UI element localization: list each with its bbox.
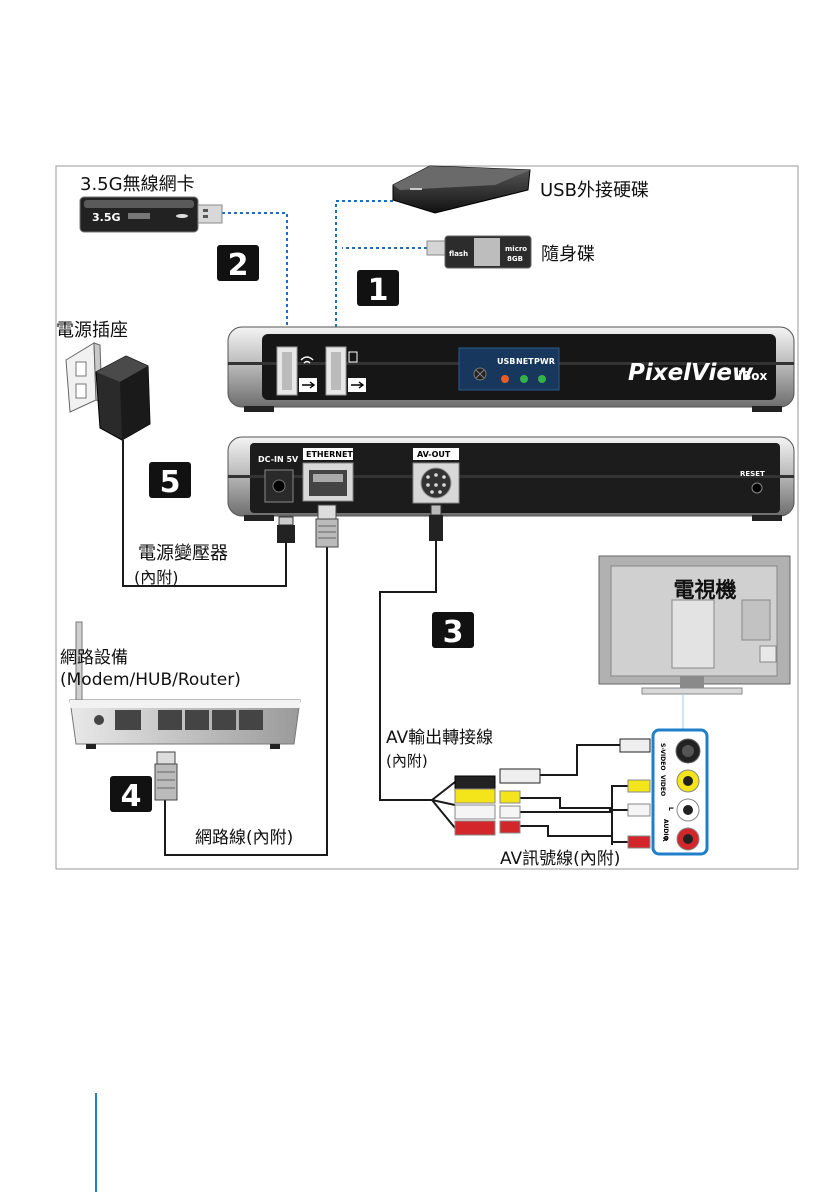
led-label-pwr: PWR: [534, 357, 555, 366]
tv-port-audio-l-label: L: [667, 807, 674, 811]
tv-port-svideo-label: S-VIDEO: [659, 743, 666, 770]
flash-drive-label: 隨身碟: [541, 244, 595, 265]
tv-label: 電視機: [674, 578, 737, 602]
port-dc-label: DC-IN 5V: [258, 455, 299, 464]
lan-cable-label: 網路線(內附): [195, 828, 293, 848]
led-pwr-icon: [538, 375, 546, 383]
av-signal-cable-label: AV訊號線(內附): [500, 849, 620, 869]
svg-text:4: 4: [121, 779, 142, 814]
flash-drive-size: 8GB: [507, 255, 523, 263]
port-reset-label: RESET: [740, 470, 765, 478]
av-cable-label: AV輸出轉接線: [386, 728, 493, 748]
svg-text:2: 2: [228, 248, 249, 283]
ibox-rear: DC-IN 5V ETHERNET AV-OUT RESET: [228, 437, 794, 521]
adapter-note: (內附): [134, 568, 179, 587]
modem-card-text: 3.5G: [92, 211, 121, 224]
led-label-net: NET: [516, 357, 534, 366]
av-cable-note: (內附): [386, 752, 428, 770]
flash-drive-micro: micro: [505, 245, 527, 253]
av-plug: [429, 505, 443, 541]
step-badge-5: 5: [149, 462, 191, 500]
step-badge-3: 3: [432, 612, 474, 650]
power-outlet-label: 電源插座: [56, 320, 128, 341]
led-label-usb: USB: [497, 357, 515, 366]
led-usb-icon: [501, 375, 509, 383]
svg-text:3: 3: [443, 615, 464, 650]
led-net-icon: [520, 375, 528, 383]
tv-port-video-label: VIDEO: [659, 775, 666, 796]
port-av-label: AV-OUT: [417, 450, 451, 459]
step-badge-2: 2: [217, 245, 259, 283]
tv-port-audio-r-label: R: [661, 837, 668, 842]
step-badge-4: 4: [110, 776, 152, 814]
svg-text:1: 1: [368, 273, 389, 308]
step-badge-1: 1: [357, 270, 399, 308]
power-plug: [277, 517, 295, 543]
ethernet-plug: [316, 505, 338, 547]
usb-hdd-label: USB外接硬碟: [540, 180, 649, 201]
network-device-label: 網路設備: [60, 648, 128, 668]
ibox-front: USB NET PWR PixelView iBox: [228, 327, 794, 412]
power-adapter: [96, 356, 150, 440]
television: [599, 556, 790, 694]
model-logo: iBox: [738, 369, 768, 383]
router-ethernet-plug: [155, 752, 177, 800]
port-ethernet-label: ETHERNET: [306, 450, 353, 459]
svg-text:5: 5: [160, 465, 181, 500]
brand-logo: PixelView: [628, 360, 754, 386]
tv-input-panel: S-VIDEO VIDEO L AUDIO R: [653, 730, 707, 854]
flash-drive-brand: flash: [449, 250, 468, 258]
adapter-label: 電源變壓器: [138, 543, 228, 564]
network-device-sub: (Modem/HUB/Router): [60, 670, 241, 690]
modem-card-label: 3.5G無線網卡: [80, 174, 195, 195]
